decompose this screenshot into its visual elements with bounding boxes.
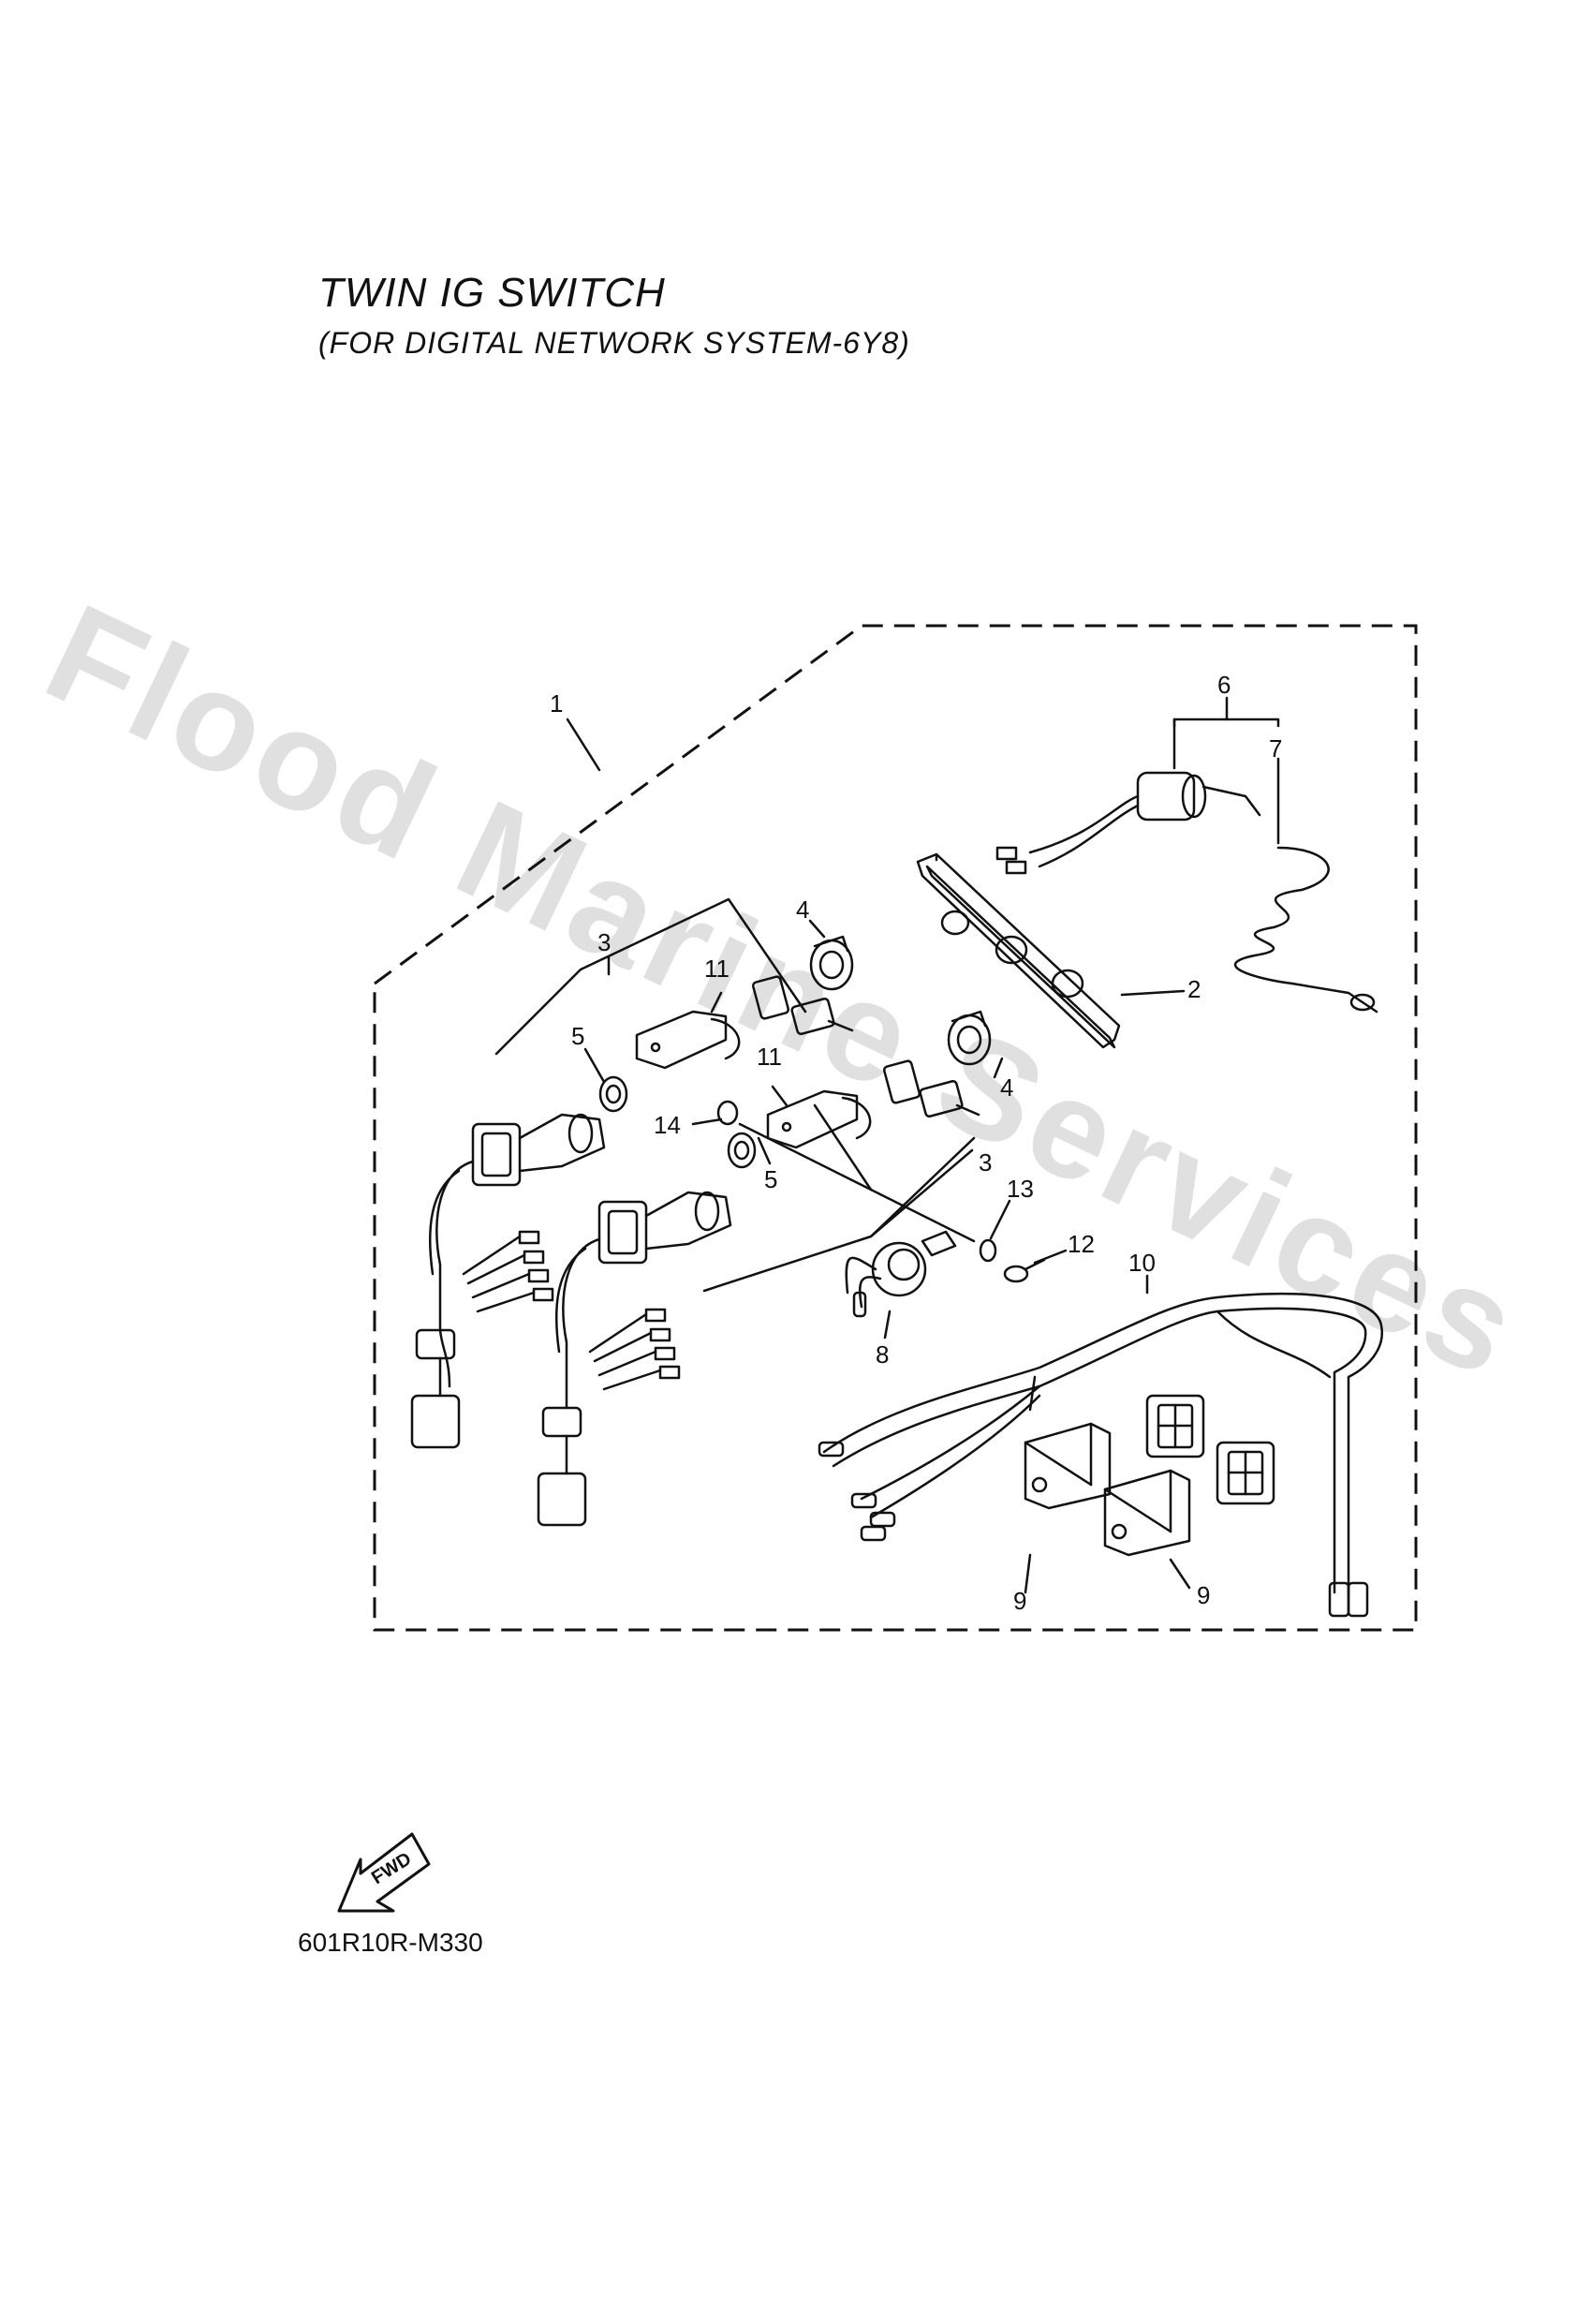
cover-upper <box>635 1010 741 1070</box>
relay-left <box>1024 1422 1112 1510</box>
callout-12: 12 <box>1068 1230 1095 1258</box>
callout-4-upper: 4 <box>796 896 809 924</box>
callout-4-lower: 4 <box>1000 1073 1013 1102</box>
diagram-subtitle: (FOR DIGITAL NETWORK SYSTEM-6Y8) <box>318 326 910 360</box>
callout-13: 13 <box>1007 1175 1034 1203</box>
washer-13 <box>979 1238 997 1263</box>
washers <box>598 1075 757 1169</box>
bushing-lower <box>947 1010 992 1066</box>
indicator-lamp <box>845 1230 957 1318</box>
callout-6: 6 <box>1217 671 1231 699</box>
diagram-title: TWIN IG SWITCH <box>318 270 666 316</box>
leader-lines <box>494 696 1280 1594</box>
callout-14: 14 <box>654 1111 681 1139</box>
callout-2: 2 <box>1187 975 1201 1003</box>
callout-10: 10 <box>1128 1249 1156 1277</box>
callout-5-upper: 5 <box>571 1022 584 1050</box>
cover-lower <box>766 1089 872 1149</box>
assembly-boundary <box>373 624 1418 1632</box>
callout-7: 7 <box>1269 734 1282 762</box>
fwd-arrow-icon: FWD <box>337 1832 431 1913</box>
callout-11-lower: 11 <box>757 1043 782 1071</box>
callout-9-left: 9 <box>1013 1587 1026 1615</box>
stop-switch <box>995 771 1261 875</box>
relay-right <box>1103 1469 1191 1557</box>
callout-8: 8 <box>876 1340 889 1369</box>
callout-3-lower: 3 <box>979 1148 992 1177</box>
callout-11-upper: 11 <box>704 955 730 983</box>
switch-panel <box>916 852 1121 1049</box>
callout-3-upper: 3 <box>597 928 611 956</box>
screw <box>1003 1258 1046 1283</box>
callout-1: 1 <box>550 689 563 718</box>
reference-code: 601R10R-M330 <box>298 1928 483 1957</box>
callout-9-right: 9 <box>1197 1581 1210 1609</box>
callout-numbers: 1 2 3 3 4 4 5 5 6 7 8 9 9 10 11 11 12 13… <box>550 671 1282 1615</box>
bushing-upper <box>809 935 854 991</box>
wire-harness <box>818 1293 1384 1618</box>
lanyard <box>1234 846 1378 1014</box>
callout-5-lower: 5 <box>764 1165 777 1193</box>
keys-upper <box>751 975 854 1036</box>
harness-connectors <box>1145 1394 1275 1505</box>
main-switch-lower <box>537 1191 732 1527</box>
main-switch-upper <box>410 1113 606 1449</box>
keys-lower <box>882 1059 980 1118</box>
